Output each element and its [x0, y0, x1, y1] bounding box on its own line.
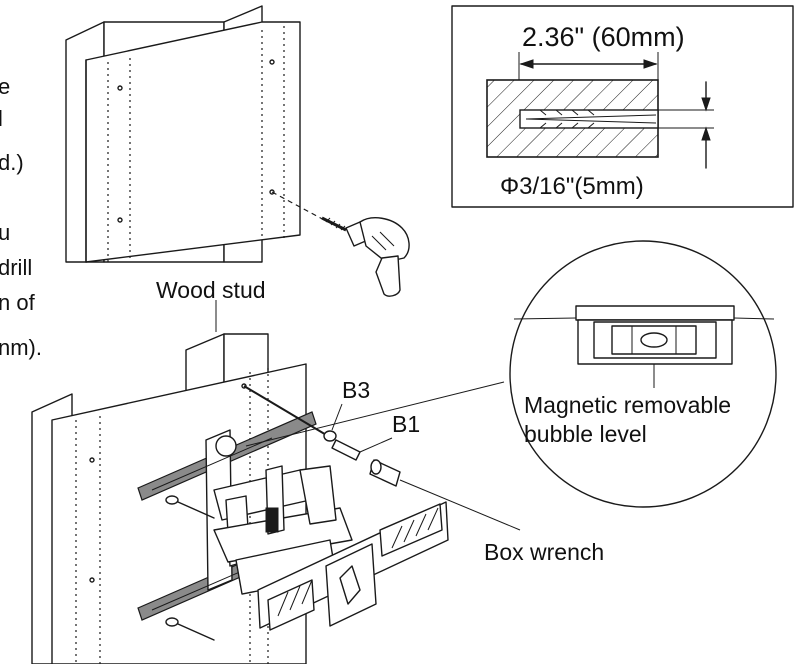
drill-hole-marker: [117, 85, 123, 91]
instruction-fragment: u: [0, 220, 10, 245]
bubble-level-detail: Magnetic removable bubble level: [245, 240, 777, 508]
instruction-fragment: l: [0, 106, 3, 131]
level-label-line2: bubble level: [524, 421, 647, 447]
depth-label: 2.36" (60mm): [522, 22, 685, 52]
drill-depth-detail: 2.36" (60mm) Φ3/16"(5mm): [451, 5, 794, 208]
level-magnifier-circle: [509, 240, 777, 508]
level-top-bar: [575, 305, 735, 321]
drill-hole-marker: [269, 189, 275, 195]
instruction-fragment: e: [0, 74, 10, 99]
drill-hole-marker: [89, 457, 95, 463]
instruction-fragment: nm).: [0, 335, 42, 360]
lag-bolt-assembly: [165, 385, 401, 641]
instruction-text: e l d.) u drill n of nm).: [0, 74, 42, 360]
instruction-fragment: d.): [0, 150, 24, 175]
upper-wall-drawing: [65, 5, 347, 263]
drill-hole-marker: [269, 59, 275, 65]
box-wrench-label: Box wrench: [484, 539, 604, 565]
drilled-hole: [519, 109, 659, 129]
b1-label: B1: [392, 411, 420, 437]
part-labels: B3 B1: [331, 377, 420, 453]
instruction-fragment: drill: [0, 255, 32, 280]
pivot-joint-icon: [215, 435, 237, 457]
drill-hole-marker: [241, 383, 247, 389]
washer-b3: [323, 430, 337, 442]
bubble-vial: [611, 325, 697, 355]
drill-hole-marker: [117, 217, 123, 223]
bubble-icon: [640, 332, 668, 348]
b3-label: B3: [342, 377, 370, 403]
diameter-label: Φ3/16"(5mm): [500, 173, 644, 200]
wood-stud-label: Wood stud: [156, 277, 266, 303]
instruction-fragment: n of: [0, 290, 36, 315]
box-wrench-callout: Box wrench: [399, 479, 604, 565]
tv-mount-plate: [257, 501, 449, 631]
level-label-line1: Magnetic removable: [524, 392, 731, 418]
power-drill-icon: [345, 217, 410, 297]
drill-hole-marker: [89, 577, 95, 583]
